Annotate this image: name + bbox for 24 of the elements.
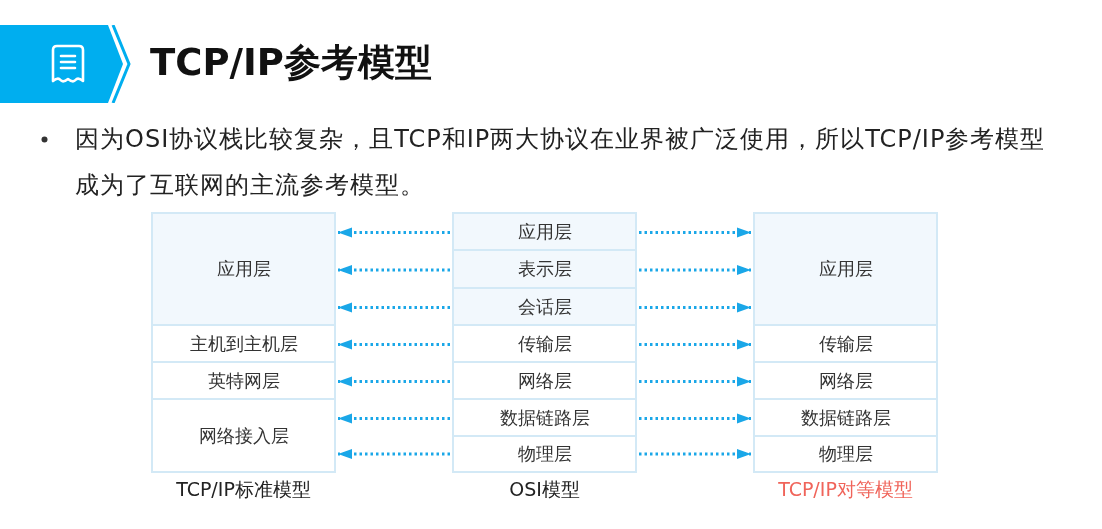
arrow [639,376,751,387]
arrow [639,449,751,459]
bullet-text: 因为OSI协议栈比较复杂，且TCP和IP两大协议在业界被广泛使用，所以TCP/IP参考模型成为了互联网的主流参考模型。 [75,124,1047,201]
layer-box: 会话层 [454,289,635,326]
arrow [639,339,751,350]
arrow [338,339,450,350]
column-caption: TCP/IP对等模型 [778,477,913,502]
arrow [639,302,751,313]
layer-box: 应用层 [153,214,334,326]
arrow [639,413,751,424]
arrow [338,449,450,459]
column-caption: OSI模型 [509,477,580,502]
layer-box: 应用层 [755,214,936,326]
column-caption: TCP/IP标准模型 [176,477,311,502]
arrow [338,302,450,313]
arrow [639,265,751,275]
arrow [639,227,751,238]
layer-box: 应用层 [454,214,635,251]
slide-title: TCP/IP参考模型 [150,40,432,86]
arrow [338,227,450,238]
arrow [338,376,450,387]
layer-box: 表示层 [454,251,635,289]
arrow [338,265,450,275]
arrow [338,413,450,424]
